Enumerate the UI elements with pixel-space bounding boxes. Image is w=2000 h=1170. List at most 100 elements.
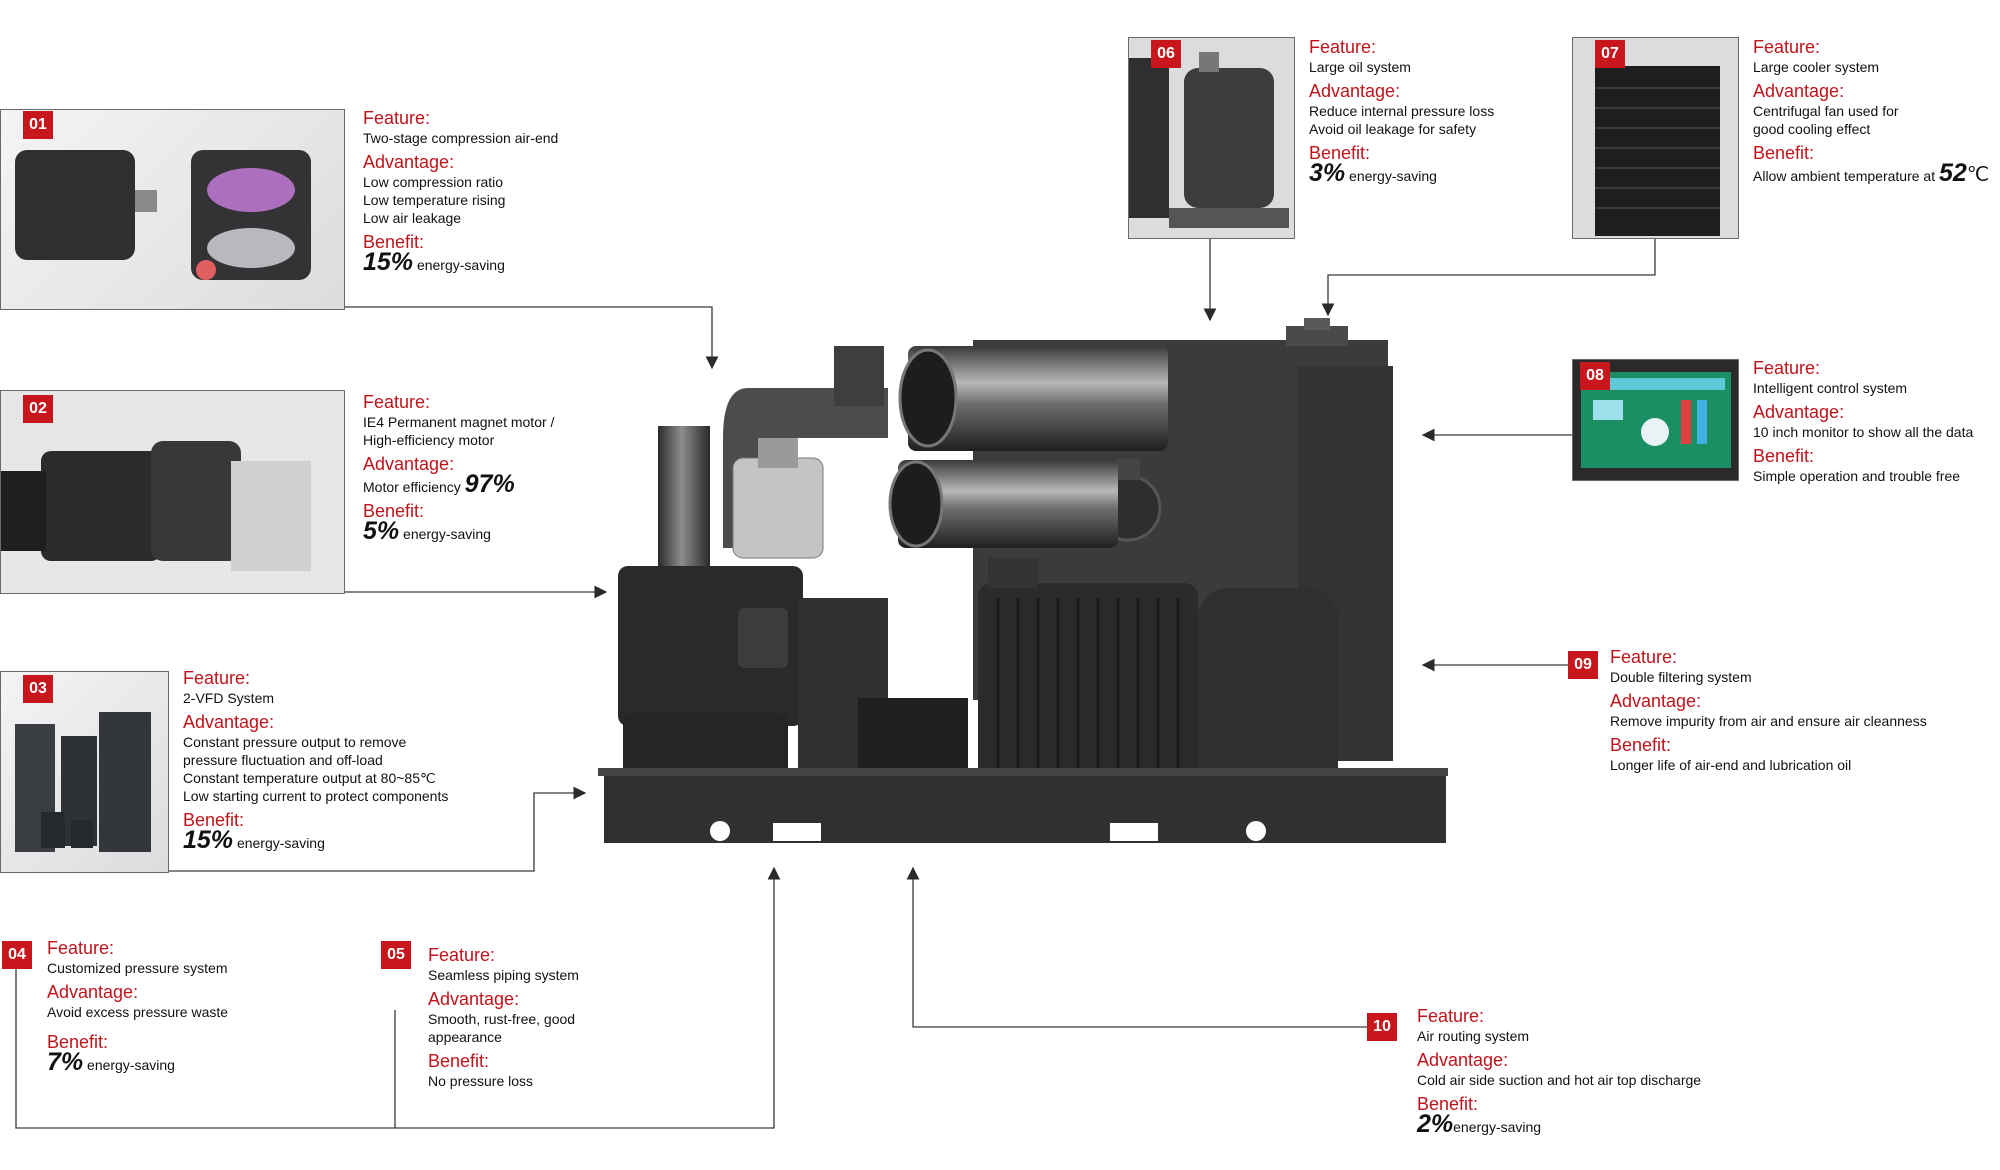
benefit-heading: Benefit: [363, 232, 425, 252]
advantage-heading: Advantage: [1753, 81, 1845, 101]
advantage-line: 10 inch monitor to show all the data [1753, 424, 1974, 440]
badge-08: 08 [1580, 362, 1610, 390]
benefit-heading: Benefit: [1417, 1094, 1479, 1114]
cooler-illustration [1573, 38, 1738, 238]
intake-valve [732, 457, 824, 559]
advantage-line: Smooth, rust-free, good [428, 1011, 576, 1027]
feature-text: Large cooler system [1753, 59, 1880, 75]
card-06: Feature: Large oil system Advantage: Red… [1309, 36, 1495, 186]
benefit-line: 7% energy-saving [47, 1050, 228, 1075]
oil-tank-lower [898, 460, 1118, 548]
advantage-line: Constant temperature output at 80~85℃ [183, 770, 436, 786]
feature-heading: Feature: [428, 945, 496, 965]
badge-10: 10 [1367, 1013, 1397, 1041]
feature-text: Intelligent control system [1753, 380, 1908, 396]
leader-01 [343, 306, 719, 370]
card-03: Feature: 2-VFD System Advantage: Constan… [183, 667, 448, 853]
advantage-heading: Advantage: [1417, 1050, 1509, 1070]
benefit-line: 3% energy-saving [1309, 161, 1494, 186]
benefit-value: 15% [363, 248, 414, 276]
compressor-machine [598, 318, 1448, 843]
feature-text: IE4 Permanent magnet motor / [363, 414, 555, 430]
card-02: Feature: IE4 Permanent magnet motor / Hi… [363, 391, 555, 544]
feature-heading: Feature: [363, 392, 431, 412]
oil-tank-image [1128, 37, 1295, 239]
feature-text: Air routing system [1417, 1028, 1530, 1044]
advantage-line: Avoid oil leakage for safety [1309, 121, 1477, 137]
advantage-line: Remove impurity from air and ensure air … [1610, 713, 1927, 729]
benefit-text: Allow ambient temperature at [1753, 168, 1936, 184]
airend-stage1 [618, 566, 803, 726]
advantage-line: appearance [428, 1029, 502, 1045]
advantage-line: Low compression ratio [363, 174, 504, 190]
advantage-line: Centrifugal fan used for [1753, 103, 1899, 119]
base-hole-right [1246, 821, 1266, 841]
feature-heading: Feature: [1309, 37, 1377, 57]
advantage-line: Constant pressure output to remove [183, 734, 407, 750]
badge-09: 09 [1568, 651, 1598, 679]
cooler-image [1572, 37, 1739, 239]
benefit-text: Simple operation and trouble free [1753, 468, 1961, 484]
card-04: Feature: Customized pressure system Adva… [47, 937, 229, 1075]
advantage-line: Avoid excess pressure waste [47, 1004, 229, 1020]
oil-tank-illustration [1129, 38, 1294, 238]
benefit-heading: Benefit: [1753, 446, 1815, 466]
oil-filter [738, 608, 788, 668]
motor-body [978, 583, 1198, 823]
feature-heading: Feature: [1610, 647, 1678, 667]
leader-10 [906, 866, 1367, 1028]
advantage-line: good cooling effect [1753, 121, 1871, 137]
benefit-heading: Benefit: [1753, 143, 1815, 163]
advantage-heading: Advantage: [1753, 402, 1845, 422]
benefit-value: 3% [1309, 159, 1346, 187]
advantage-line: Cold air side suction and hot air top di… [1417, 1072, 1702, 1088]
benefit-heading: Benefit: [363, 501, 425, 521]
advantage-value: 97% [464, 470, 515, 498]
badge-01: 01 [23, 111, 53, 139]
benefit-value: 5% [363, 517, 400, 545]
feature-text: Seamless piping system [428, 967, 579, 983]
feature-heading: Feature: [363, 108, 431, 128]
motor-image [0, 390, 345, 594]
card-05: Feature: Seamless piping system Advantag… [428, 944, 579, 1090]
benefit-value: 7% [47, 1048, 84, 1076]
badge-03: 03 [23, 675, 53, 703]
vfd-image [0, 671, 169, 873]
forklift-slot-right [1110, 823, 1158, 841]
leader-03 [167, 786, 587, 872]
motor-fan-cover [1198, 588, 1338, 818]
benefit-text: Longer life of air-end and lubrication o… [1610, 757, 1852, 773]
benefit-text: energy-saving [1349, 168, 1437, 184]
advantage-heading: Advantage: [363, 152, 455, 172]
benefit-text: energy-saving [1453, 1119, 1542, 1135]
benefit-text: energy-saving [416, 257, 505, 273]
advantage-heading: Advantage: [363, 454, 455, 474]
benefit-unit: ℃ [1966, 164, 1990, 186]
advantage-heading: Advantage: [1309, 81, 1401, 101]
badge-06: 06 [1151, 40, 1181, 68]
badge-05: 05 [381, 941, 411, 969]
badge-07: 07 [1595, 40, 1625, 68]
benefit-line: Allow ambient temperature at 52℃ [1753, 161, 1990, 186]
card-08: Feature: Intelligent control system Adva… [1753, 357, 1973, 485]
badge-02: 02 [23, 395, 53, 423]
feature-text: Customized pressure system [47, 960, 228, 976]
card-10: Feature: Air routing system Advantage: C… [1417, 1005, 1702, 1137]
feature-text: 2-VFD System [183, 690, 275, 706]
benefit-heading: Benefit: [183, 810, 245, 830]
vfd-illustration [15, 712, 151, 852]
benefit-value: 15% [183, 826, 234, 854]
benefit-line: 15% energy-saving [363, 250, 558, 275]
benefit-text: energy-saving [403, 526, 491, 542]
feature-text: Large oil system [1309, 59, 1411, 75]
benefit-line: 5% energy-saving [363, 519, 554, 544]
top-vent [1286, 326, 1348, 346]
advantage-heading: Advantage: [183, 712, 275, 732]
benefit-value: 52 [1938, 159, 1967, 187]
benefit-text: energy-saving [236, 835, 325, 851]
advantage-line: Low temperature rising [363, 192, 506, 208]
feature-text: Double filtering system [1610, 669, 1752, 685]
advantage-line: Reduce internal pressure loss [1309, 103, 1495, 119]
base-hole-left [710, 821, 730, 841]
benefit-line: 15% energy-saving [183, 828, 448, 853]
